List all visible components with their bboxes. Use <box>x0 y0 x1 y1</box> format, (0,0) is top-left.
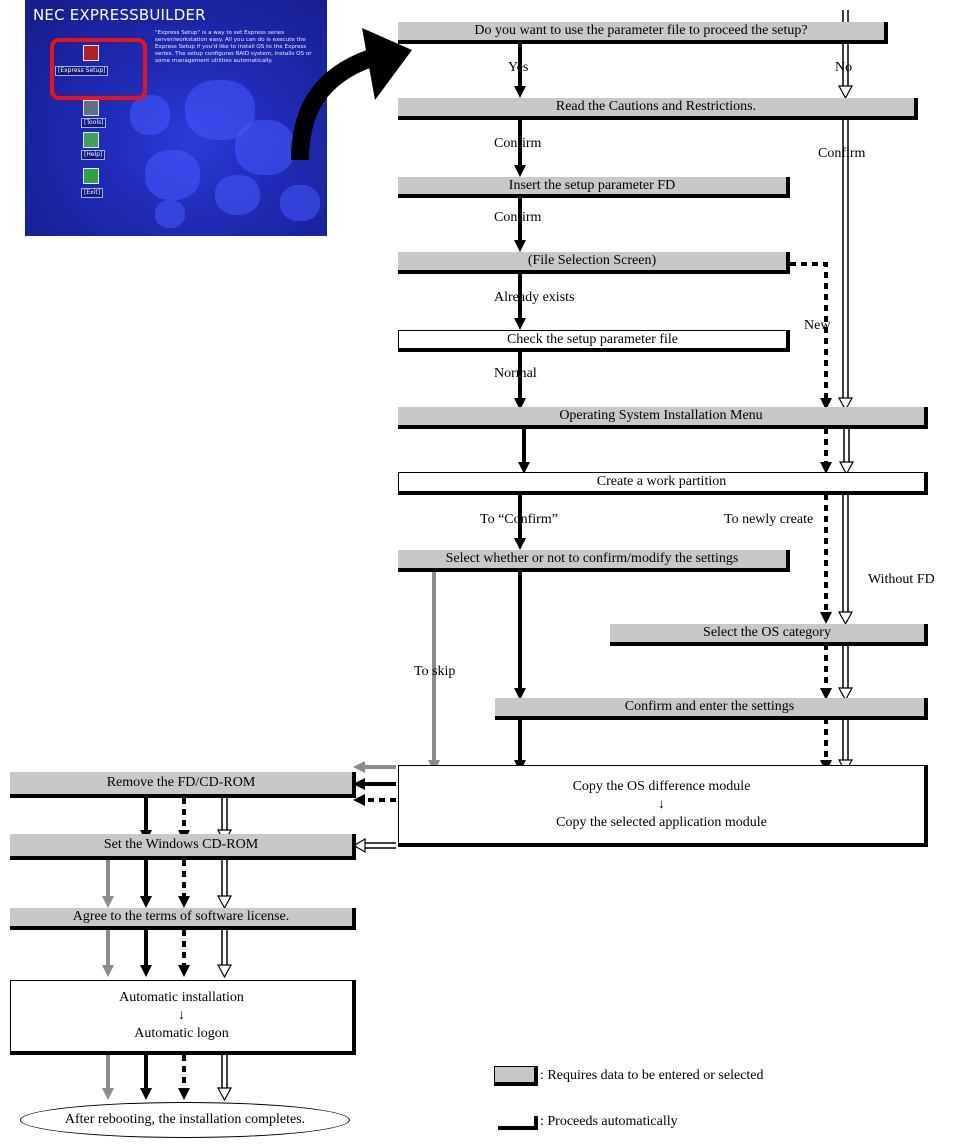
step-auto-install: Automatic installation ↓ Automatic logon <box>10 980 356 1055</box>
copy-line-2: Copy the selected application module <box>556 814 767 830</box>
label-to-newly-create: To newly create <box>724 512 814 527</box>
step-cautions: Read the Cautions and Restrictions. <box>398 98 918 120</box>
step-confirm-enter: Confirm and enter the settings <box>495 698 928 720</box>
step-confirm-modify: Select whether or not to confirm/modify … <box>398 550 790 572</box>
hexagon-decoration <box>145 150 200 200</box>
step-copy-modules: Copy the OS difference module ↓ Copy the… <box>398 765 928 847</box>
tools-button[interactable]: [Tools] <box>81 118 107 128</box>
label-normal: Normal <box>494 366 537 381</box>
auto-down-arrow: ↓ <box>178 1008 185 1023</box>
step-check-param: Check the setup parameter file <box>398 330 790 352</box>
label-without-fd: Without FD <box>868 572 935 587</box>
step-insert-fd: Insert the setup parameter FD <box>398 177 790 198</box>
step-agree-license: Agree to the terms of software license. <box>10 908 356 930</box>
copy-line-1: Copy the OS difference module <box>572 778 751 794</box>
help-button[interactable]: [Help] <box>81 150 106 160</box>
step-set-windows: Set the Windows CD-ROM <box>10 834 356 860</box>
curved-arrow <box>291 46 383 161</box>
label-to-skip: To skip <box>414 664 456 679</box>
legend-gray-swatch <box>494 1066 538 1086</box>
help-icon[interactable] <box>83 132 99 148</box>
label-confirm-2: Confirm <box>494 210 542 225</box>
step-work-partition: Create a work partition <box>398 472 928 495</box>
hexagon-decoration <box>130 95 170 135</box>
label-already-exists: Already exists <box>494 290 575 305</box>
copy-down-arrow: ↓ <box>658 796 665 812</box>
label-confirm-right: Confirm <box>818 146 866 161</box>
expressbuilder-screenshot: NEC EXPRESSBUILDER "Express Setup" is a … <box>25 0 327 236</box>
step-question: Do you want to use the parameter file to… <box>398 22 888 44</box>
label-new: New <box>804 318 831 333</box>
step-os-menu: Operating System Installation Menu <box>398 407 928 429</box>
step-final: After rebooting, the installation comple… <box>20 1102 350 1138</box>
label-to-confirm: To “Confirm” <box>480 512 558 527</box>
screen-description: "Express Setup" is a way to set Express … <box>155 30 312 64</box>
step-file-selection: (File Selection Screen) <box>398 252 790 274</box>
step-remove-fd: Remove the FD/CD-ROM <box>10 772 356 798</box>
curved-arrow-head <box>362 28 412 100</box>
auto-line-2: Automatic logon <box>134 1026 229 1041</box>
auto-line-1: Automatic installation <box>119 990 244 1005</box>
tools-icon[interactable] <box>83 100 99 116</box>
legend-white-swatch <box>498 1116 538 1130</box>
legend-requires-input: : Requires data to be entered or selecte… <box>540 1068 764 1083</box>
exit-icon[interactable] <box>83 168 99 184</box>
step-os-category: Select the OS category <box>610 624 928 646</box>
express-setup-highlight <box>50 38 147 100</box>
hexagon-decoration <box>215 175 260 215</box>
label-no: No <box>835 60 853 75</box>
screen-title: NEC EXPRESSBUILDER <box>33 6 206 24</box>
label-confirm-1: Confirm <box>494 136 542 151</box>
hexagon-decoration <box>155 200 185 228</box>
exit-button[interactable]: [Exit] <box>81 188 104 198</box>
hexagon-decoration <box>235 120 295 175</box>
legend-automatic: : Proceeds automatically <box>540 1114 678 1129</box>
setup-icon[interactable] <box>83 45 99 61</box>
express-setup-button[interactable]: [Express Setup] <box>55 66 109 76</box>
hexagon-decoration <box>280 185 320 221</box>
label-yes: Yes <box>508 60 529 75</box>
